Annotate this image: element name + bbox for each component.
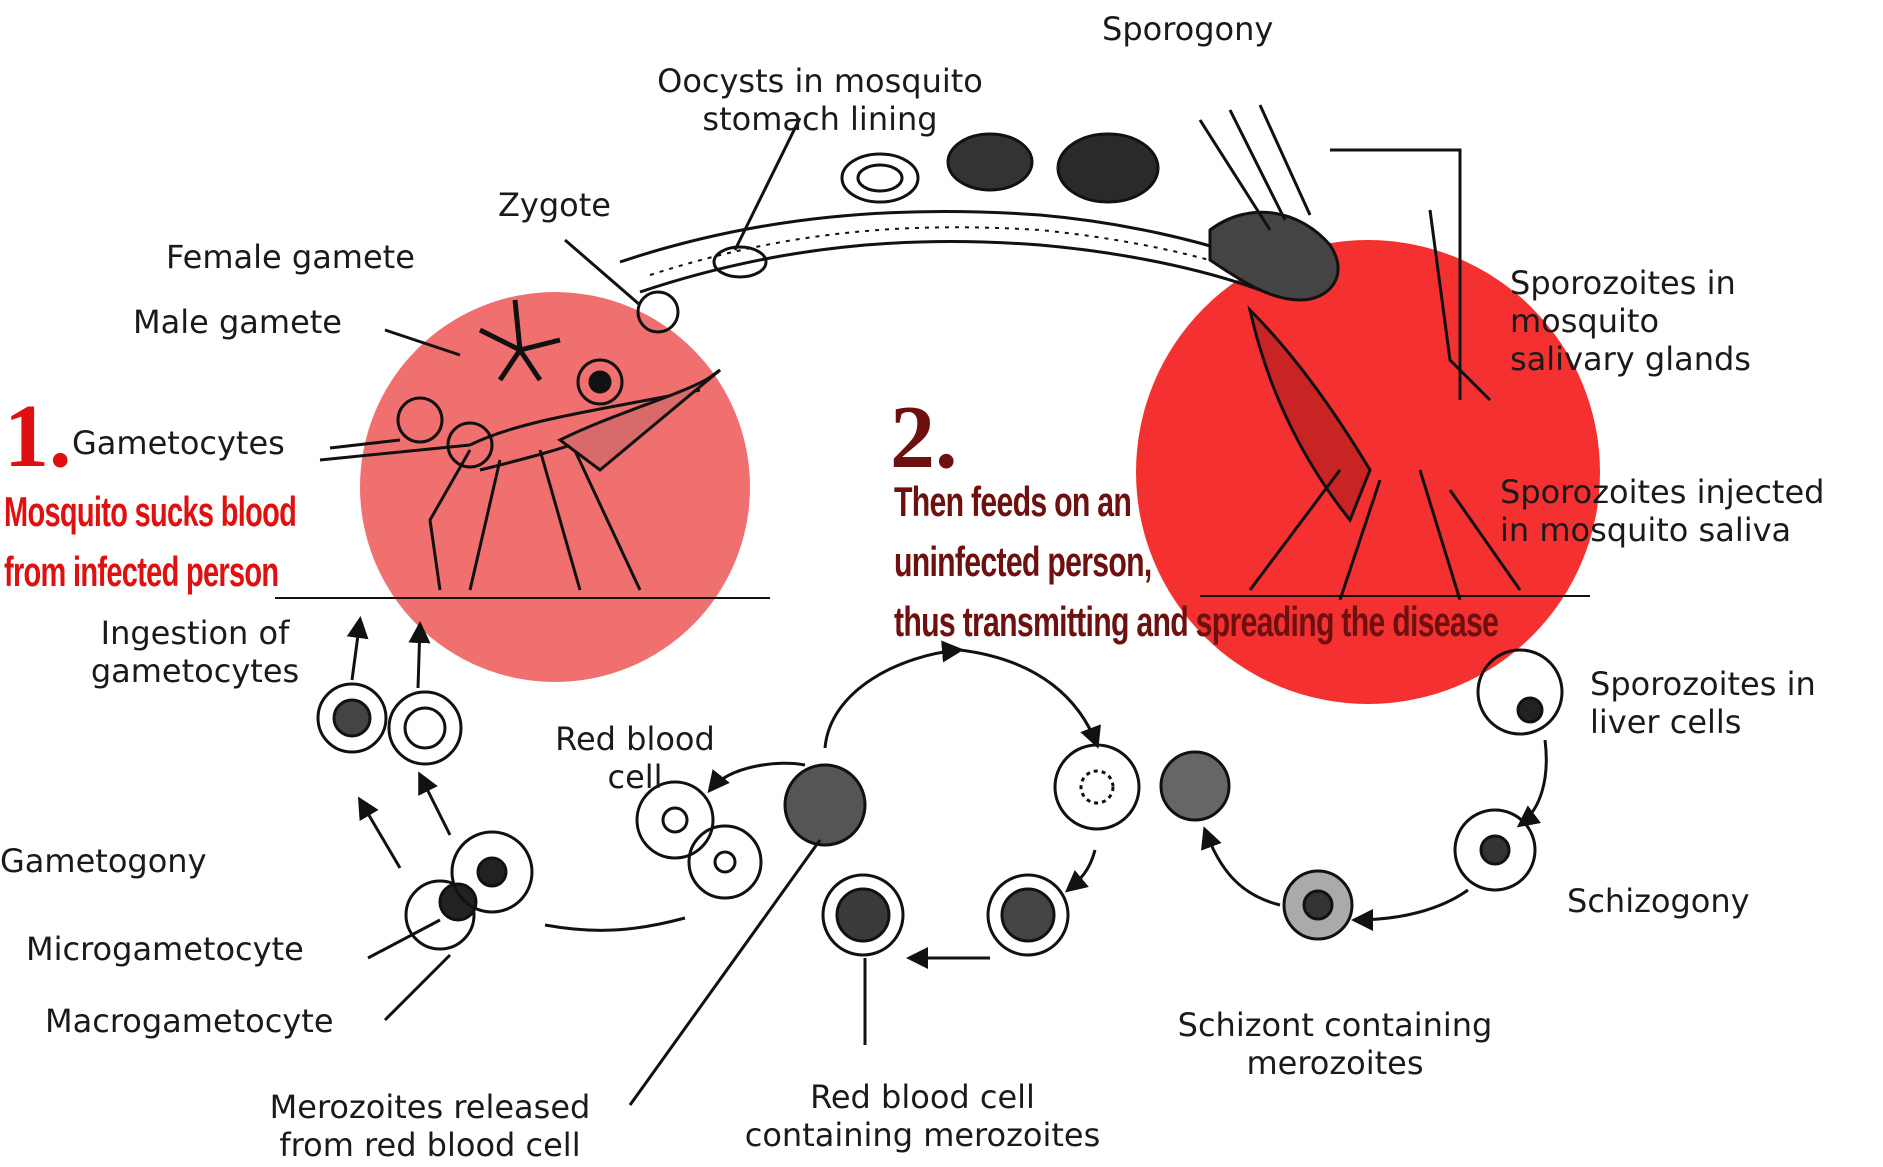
label-sporozoites-liver-line2: liver cells xyxy=(1590,703,1816,741)
step2-line1: Then feeds on an xyxy=(894,476,1131,528)
step1-line2: from infected person xyxy=(4,546,278,598)
label-ingestion-line2: gametocytes xyxy=(50,652,340,690)
label-rbc-merozoites: Red blood cell containing merozoites xyxy=(700,1078,1145,1154)
label-zygote: Zygote xyxy=(498,186,611,224)
label-sporozoites-liver-line1: Sporozoites in xyxy=(1590,665,1816,703)
label-sporozoites-injected: Sporozoites injected in mosquito saliva xyxy=(1500,473,1824,549)
label-schizogony: Schizogony xyxy=(1567,882,1750,920)
step2-line2: uninfected person, xyxy=(894,536,1152,588)
label-schizont-line1: Schizont containing xyxy=(1130,1006,1540,1044)
label-sporozoites-glands-line3: salivary glands xyxy=(1510,340,1751,378)
label-sporozoites-injected-line2: in mosquito saliva xyxy=(1500,511,1824,549)
label-oocysts-line2: stomach lining xyxy=(620,100,1020,138)
label-male-gamete: Male gamete xyxy=(133,303,342,341)
label-merozoites-released-line2: from red blood cell xyxy=(210,1126,650,1164)
label-rbc-merozoites-line2: containing merozoites xyxy=(700,1116,1145,1154)
label-ingestion-line1: Ingestion of xyxy=(50,614,340,652)
step2-line3: thus transmitting and spreading the dise… xyxy=(894,596,1498,648)
label-ingestion: Ingestion of gametocytes xyxy=(50,614,340,690)
label-gametogony: Gametogony xyxy=(0,842,207,880)
label-gametocytes: Gametocytes xyxy=(72,424,285,462)
label-merozoites-released: Merozoites released from red blood cell xyxy=(210,1088,650,1164)
label-sporozoites-glands: Sporozoites in mosquito salivary glands xyxy=(1510,264,1751,378)
step2-number: 2. xyxy=(890,393,958,483)
label-red-blood-cell-line1: Red blood xyxy=(530,720,740,758)
label-sporogony: Sporogony xyxy=(1102,10,1273,48)
label-oocysts: Oocysts in mosquito stomach lining xyxy=(620,62,1020,138)
step1-number: 1. xyxy=(4,392,72,482)
label-microgametocyte: Microgametocyte xyxy=(26,930,304,968)
label-sporozoites-glands-line2: mosquito xyxy=(1510,302,1751,340)
highlight-circle-step1 xyxy=(360,292,750,682)
label-sporozoites-injected-line1: Sporozoites injected xyxy=(1500,473,1824,511)
label-red-blood-cell: Red blood cell xyxy=(530,720,740,796)
label-merozoites-released-line1: Merozoites released xyxy=(210,1088,650,1126)
label-macrogametocyte: Macrogametocyte xyxy=(45,1002,334,1040)
label-red-blood-cell-line2: cell xyxy=(530,758,740,796)
step1-line1: Mosquito sucks blood xyxy=(4,486,296,538)
label-schizont: Schizont containing merozoites xyxy=(1130,1006,1540,1082)
label-oocysts-line1: Oocysts in mosquito xyxy=(620,62,1020,100)
label-schizont-line2: merozoites xyxy=(1130,1044,1540,1082)
label-sporozoites-liver: Sporozoites in liver cells xyxy=(1590,665,1816,741)
label-sporozoites-glands-line1: Sporozoites in xyxy=(1510,264,1751,302)
label-female-gamete: Female gamete xyxy=(166,238,415,276)
label-rbc-merozoites-line1: Red blood cell xyxy=(700,1078,1145,1116)
